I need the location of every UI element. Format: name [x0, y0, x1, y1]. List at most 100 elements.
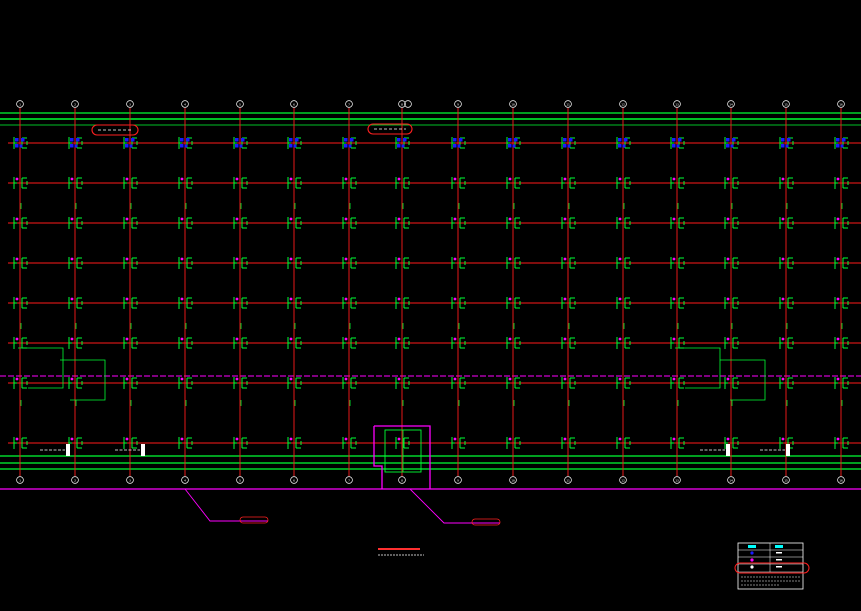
axis-bubble: [619, 476, 627, 484]
column-bracket: [561, 177, 576, 189]
detail-block: [786, 444, 790, 456]
column-bracket: [233, 377, 248, 389]
column-bracket: [561, 337, 576, 349]
legend-swatch-magenta: [750, 558, 754, 562]
column-bracket: [506, 337, 521, 349]
column-bracket: [779, 177, 794, 189]
blue-column-mark: [403, 138, 407, 142]
legend-swatch-blue: [750, 551, 754, 555]
magenta-dot: [180, 337, 184, 341]
detail-outline: [18, 347, 64, 389]
magenta-dot: [726, 297, 730, 301]
column-bracket: [68, 437, 83, 449]
magenta-dot: [15, 377, 19, 381]
column-bracket: [834, 337, 849, 349]
magenta-dot: [453, 257, 457, 261]
leader-line: [184, 488, 268, 522]
axis-bubble: [619, 100, 627, 108]
magenta-dot: [344, 297, 348, 301]
column-bracket: [395, 337, 410, 349]
column-bracket: [670, 377, 685, 389]
magenta-dot: [180, 377, 184, 381]
axis-bubble-label: 8: [401, 102, 403, 106]
legend-highlight-oval: [734, 562, 810, 574]
leader-label-oval: [471, 518, 501, 526]
magenta-dot: [344, 257, 348, 261]
legend-swatch-white-bar: [776, 552, 782, 554]
legend-swatch-white: [750, 565, 754, 569]
magenta-dot: [672, 377, 676, 381]
axis-bubble: [71, 476, 79, 484]
magenta-dot: [563, 437, 567, 441]
detail-outline: [60, 359, 106, 401]
magenta-dot: [125, 337, 129, 341]
column-bracket: [68, 377, 83, 389]
leader-label-oval: [239, 516, 269, 524]
column-bracket: [123, 257, 138, 269]
blue-column-mark: [125, 138, 129, 142]
axis-bubble: [345, 476, 353, 484]
column-bracket: [13, 337, 28, 349]
blue-column-mark: [344, 138, 348, 142]
magenta-dot: [726, 377, 730, 381]
magenta-dot: [781, 177, 785, 181]
legend-swatch-cyan: [775, 545, 783, 548]
magenta-dot: [180, 177, 184, 181]
blue-column-mark: [514, 138, 518, 142]
magenta-dot: [563, 217, 567, 221]
column-bracket: [670, 257, 685, 269]
magenta-dot: [344, 437, 348, 441]
column-bracket: [68, 297, 83, 309]
blue-column-mark: [74, 144, 78, 148]
column-bracket: [779, 257, 794, 269]
column-bracket: [779, 297, 794, 309]
axis-bubble: [564, 100, 572, 108]
magenta-dot: [344, 337, 348, 341]
column-bracket: [395, 257, 410, 269]
axis-bubble: [236, 476, 244, 484]
magenta-dot: [726, 177, 730, 181]
column-bracket: [451, 437, 466, 449]
blue-column-mark: [563, 138, 567, 142]
magenta-dot: [618, 177, 622, 181]
detail-block: [726, 444, 730, 456]
column-bracket: [287, 377, 302, 389]
magenta-dot: [344, 217, 348, 221]
column-bracket: [13, 257, 28, 269]
magenta-dot: [453, 437, 457, 441]
column-bracket: [178, 377, 193, 389]
blue-column-mark: [289, 138, 293, 142]
column-bracket: [506, 437, 521, 449]
blue-column-mark: [678, 138, 682, 142]
axis-bubble-label: 5: [239, 102, 241, 106]
column-bracket: [13, 217, 28, 229]
axis-bubble: [837, 100, 845, 108]
blue-column-mark: [186, 138, 190, 142]
blue-column-mark: [125, 144, 129, 148]
axis-bubble-label: 12: [621, 478, 625, 482]
blue-column-mark: [787, 138, 791, 142]
blue-column-mark: [836, 144, 840, 148]
legend-swatch-white-bar: [776, 566, 782, 568]
magenta-dot: [836, 297, 840, 301]
column-bracket: [68, 177, 83, 189]
column-bracket: [779, 337, 794, 349]
blue-column-mark: [781, 144, 785, 148]
magenta-dot: [726, 337, 730, 341]
axis-bubble-label: 5: [239, 478, 241, 482]
column-bracket: [395, 297, 410, 309]
magenta-dot: [289, 177, 293, 181]
legend-swatch-cyan: [748, 545, 756, 548]
axis-bubble-label: 10: [511, 478, 515, 482]
magenta-dot: [180, 437, 184, 441]
blue-column-mark: [397, 138, 401, 142]
magenta-dot: [70, 297, 74, 301]
blue-column-mark: [131, 138, 135, 142]
column-bracket: [178, 437, 193, 449]
magenta-dot: [453, 337, 457, 341]
column-bracket: [178, 337, 193, 349]
blue-column-mark: [129, 144, 133, 148]
column-bracket: [451, 377, 466, 389]
column-markers: [13, 137, 849, 449]
